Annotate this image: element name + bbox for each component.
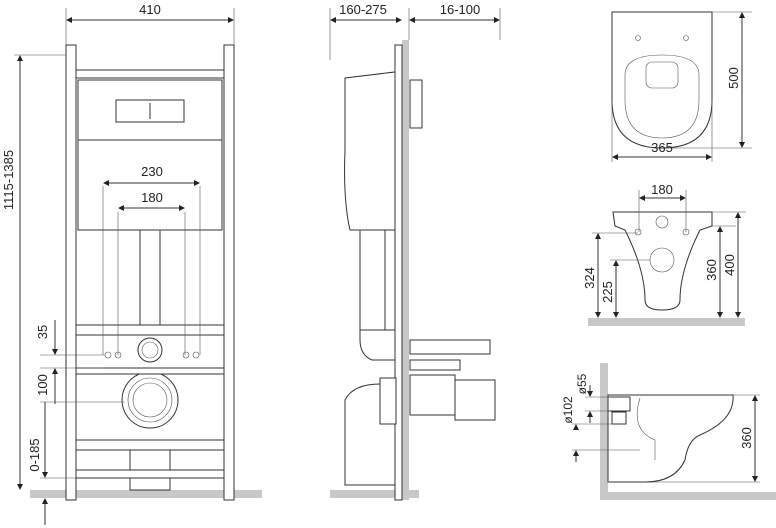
drain-outlet-large-ring xyxy=(127,377,173,423)
dim-leg-range: 0-185 xyxy=(27,438,42,471)
drain-outlet-small xyxy=(137,337,163,363)
bowl-outlet-top xyxy=(645,61,679,89)
wall xyxy=(600,363,608,500)
frame-post-side xyxy=(394,44,403,501)
frame-left-post xyxy=(65,44,77,501)
bowl-inner-contour xyxy=(636,397,656,460)
dim-180: 180 xyxy=(141,190,163,205)
mounting-hole xyxy=(635,35,641,41)
front-view: 410 230 180 1115-1385 0-185 35 100 xyxy=(1,2,262,525)
flush-pipe-side xyxy=(359,229,386,331)
water-inlet-side xyxy=(607,396,631,412)
drain-pipe-side xyxy=(409,374,456,416)
dim-d102: ø102 xyxy=(561,396,575,424)
drain-outlet-large-inner xyxy=(132,382,168,418)
frame-rail xyxy=(75,367,225,375)
dim-height-range: 1115-1385 xyxy=(1,150,16,210)
bowl-outline-front xyxy=(612,211,713,311)
dim-35: 35 xyxy=(35,325,50,339)
dim-width-410: 410 xyxy=(139,2,161,17)
dim-400: 400 xyxy=(722,254,737,276)
dim-324: 324 xyxy=(582,267,597,289)
dim-225: 225 xyxy=(600,281,615,303)
dim-bolt-spacing: 180 xyxy=(651,182,673,197)
bowl-side-view: ø55 ø102 360 xyxy=(561,363,776,500)
frame-right-post xyxy=(223,44,235,501)
bowl-outlet-side xyxy=(611,411,627,425)
wall xyxy=(402,40,409,500)
flush-pipe-bend xyxy=(359,329,396,361)
drain-collar xyxy=(379,377,397,425)
frame-bottom-rail xyxy=(75,469,225,479)
mounting-hole xyxy=(683,35,689,41)
dim-360-front: 360 xyxy=(704,259,719,281)
cistern-body xyxy=(77,139,223,231)
mounting-bolt xyxy=(192,351,200,359)
floor xyxy=(30,490,262,498)
dim-d55: ø55 xyxy=(575,373,589,394)
dim-bowl-length: 500 xyxy=(726,67,741,89)
dim-wall-range: 16-100 xyxy=(440,2,480,17)
mounting-bolt xyxy=(104,351,112,359)
water-inlet xyxy=(655,215,669,229)
mounting-hole xyxy=(634,228,642,236)
bowl-front-view: 180 324 225 360 400 xyxy=(582,182,746,326)
cistern-side xyxy=(344,71,396,231)
dim-100: 100 xyxy=(35,374,50,396)
flush-plate-side xyxy=(409,79,423,129)
bowl-rim-top xyxy=(624,54,700,139)
bowl-top-view: 500 365 xyxy=(611,11,752,162)
mounting-rod xyxy=(409,359,461,371)
frame-top-rail xyxy=(75,69,225,79)
dim-bowl-width: 365 xyxy=(651,140,673,155)
mounting-bolt xyxy=(182,351,190,359)
drain-outlet-small-inner xyxy=(141,341,159,359)
side-view: 160-275 16-100 xyxy=(329,2,501,501)
floor xyxy=(409,490,419,498)
bowl-outline-top xyxy=(611,11,713,149)
floor xyxy=(600,492,776,500)
floor xyxy=(330,490,410,498)
flush-pipe xyxy=(139,229,161,326)
dim-230: 230 xyxy=(141,164,163,179)
floor xyxy=(588,318,745,326)
drain-outlet-large xyxy=(121,371,179,429)
dim-depth-range: 160-275 xyxy=(339,2,387,17)
frame-rail xyxy=(75,439,225,451)
drain-connector xyxy=(454,379,496,421)
frame-rail xyxy=(75,324,225,336)
water-pipe xyxy=(409,339,491,355)
bowl-outline-side xyxy=(607,394,734,483)
dim-360-side: 360 xyxy=(739,427,754,449)
